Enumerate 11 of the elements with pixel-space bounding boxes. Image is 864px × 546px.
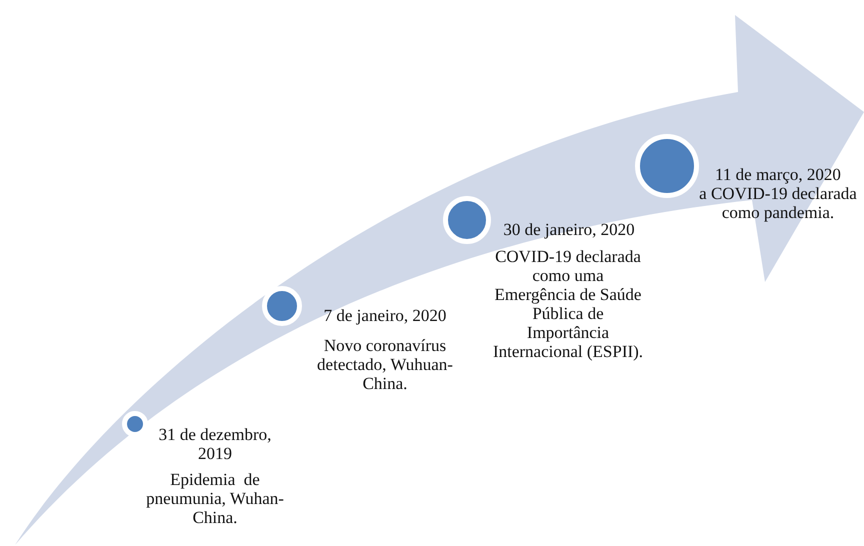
event-date: 11 de março, 2020 xyxy=(714,165,842,184)
event-date: 30 de janeiro, 2020 xyxy=(502,220,636,239)
event-description: a COVID-19 declarada como pandemia. xyxy=(698,184,858,222)
timeline-dot xyxy=(122,411,148,437)
event-date: 31 de dezembro, 2019 xyxy=(158,425,272,463)
timeline-dot xyxy=(443,196,491,244)
event-description: Novo coronavírus detectado, Wuhuan-China. xyxy=(316,336,454,393)
event-date: 7 de janeiro, 2020 xyxy=(322,306,448,325)
timeline-dot xyxy=(262,286,302,326)
event-description: Epidemia de pneumunia, Wuhan-China. xyxy=(145,470,285,527)
event-description: COVID-19 declarada como uma Emergência de Saúde Pública de Importância Internacional (ESPII). xyxy=(492,247,644,361)
